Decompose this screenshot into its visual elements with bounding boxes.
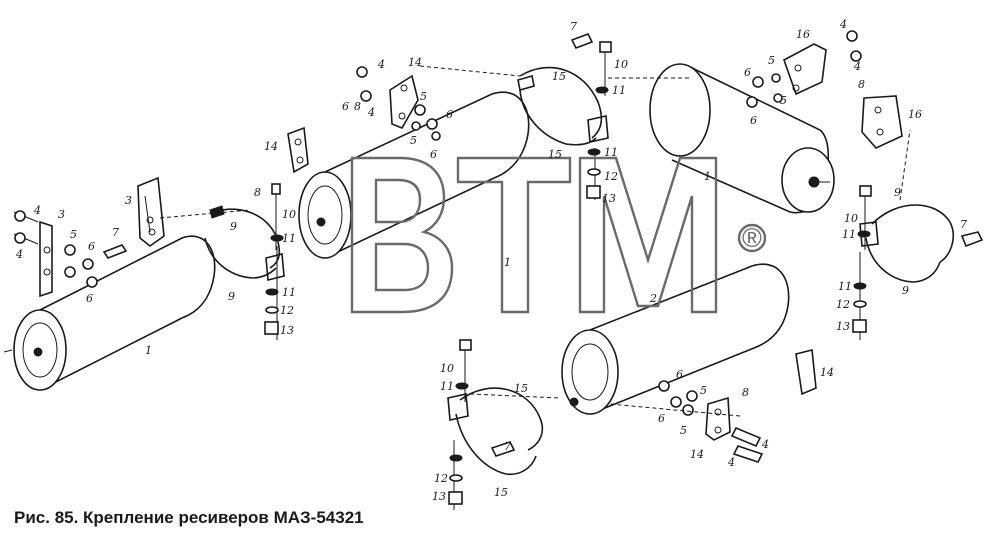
callout-11: 11 bbox=[282, 232, 296, 245]
callout-8: 8 bbox=[742, 386, 749, 399]
callout-2: 2 bbox=[649, 292, 657, 305]
callout-5: 5 bbox=[680, 424, 687, 437]
strap-middle bbox=[517, 66, 609, 146]
callout-14: 14 bbox=[690, 448, 704, 461]
strap-left bbox=[204, 205, 285, 282]
figure-caption: Рис. 85. Крепление ресиверов МАЗ-54321 bbox=[14, 508, 364, 527]
callout-11: 11 bbox=[604, 146, 618, 159]
callout-10: 10 bbox=[614, 58, 628, 71]
callout-14: 14 bbox=[820, 366, 834, 379]
callout-12: 12 bbox=[280, 304, 294, 317]
strap-bottom bbox=[447, 387, 544, 476]
callout-1: 1 bbox=[504, 256, 511, 269]
bolt-stack-bottom bbox=[448, 339, 472, 510]
fasteners-left bbox=[13, 210, 128, 288]
receiver-right bbox=[649, 63, 835, 214]
strap-right bbox=[859, 204, 984, 283]
registered-mark: ® bbox=[742, 223, 762, 253]
btm-watermark: ® bbox=[350, 156, 767, 314]
callout-1: 1 bbox=[704, 170, 711, 183]
callout-6: 6 bbox=[430, 148, 437, 161]
callout-11: 11 bbox=[842, 228, 856, 241]
callout-14: 14 bbox=[408, 56, 422, 69]
callout-9: 9 bbox=[894, 186, 901, 199]
callout-6: 6 bbox=[750, 114, 757, 127]
callout-4: 4 bbox=[839, 18, 847, 31]
callout-9: 9 bbox=[230, 220, 237, 233]
callout-11: 11 bbox=[838, 280, 852, 293]
bolt-stack-right bbox=[852, 185, 872, 340]
bracket-bottom bbox=[658, 349, 817, 463]
callout-11: 11 bbox=[612, 84, 626, 97]
callout-9: 9 bbox=[228, 290, 235, 303]
callout-3: 3 bbox=[58, 208, 65, 221]
callout-1: 1 bbox=[145, 344, 152, 357]
assembly-lines bbox=[159, 65, 911, 417]
callout-8: 8 bbox=[354, 100, 361, 113]
callout-4: 4 bbox=[853, 60, 861, 73]
callout-3: 3 bbox=[125, 194, 132, 207]
callout-5: 5 bbox=[780, 94, 787, 107]
callout-6: 6 bbox=[446, 108, 453, 121]
callout-5: 5 bbox=[700, 384, 707, 397]
receiver-bottom bbox=[561, 263, 790, 415]
callout-6: 6 bbox=[342, 100, 349, 113]
callout-12: 12 bbox=[434, 472, 448, 485]
callout-13: 13 bbox=[836, 320, 850, 333]
callout-5: 5 bbox=[410, 134, 417, 147]
callout-6: 6 bbox=[88, 240, 95, 253]
callout-6: 6 bbox=[676, 368, 683, 381]
callout-11: 11 bbox=[282, 286, 296, 299]
callout-4: 4 bbox=[367, 106, 375, 119]
callout-13: 13 bbox=[432, 490, 446, 503]
callout-10: 10 bbox=[440, 362, 454, 375]
callout-10: 10 bbox=[282, 208, 296, 221]
callout-4: 4 bbox=[15, 248, 23, 261]
callout-7: 7 bbox=[570, 20, 577, 33]
callout-6: 6 bbox=[658, 412, 665, 425]
callout-5: 5 bbox=[420, 90, 427, 103]
bracket-left bbox=[39, 176, 165, 298]
callout-4: 4 bbox=[727, 456, 735, 469]
callout-7: 7 bbox=[504, 440, 511, 453]
bracket-middle bbox=[356, 66, 441, 141]
callout-12: 12 bbox=[604, 170, 618, 183]
callout-13: 13 bbox=[280, 324, 294, 337]
callout-10: 10 bbox=[844, 212, 858, 225]
bolt-stack-left bbox=[264, 183, 284, 340]
callout-13: 13 bbox=[602, 192, 616, 205]
callout-11: 11 bbox=[440, 380, 454, 393]
callout-8: 8 bbox=[858, 78, 865, 91]
bolt-stack-middle bbox=[570, 32, 612, 200]
callout-5: 5 bbox=[70, 228, 77, 241]
callout-4: 4 bbox=[761, 438, 769, 451]
callout-15: 15 bbox=[514, 382, 528, 395]
plate-14-left bbox=[287, 126, 309, 174]
callout-4: 4 bbox=[377, 58, 385, 71]
callout-7: 7 bbox=[960, 218, 967, 231]
callout-6: 6 bbox=[86, 292, 93, 305]
bracket-right-16 bbox=[746, 30, 903, 149]
callout-5: 5 bbox=[768, 54, 775, 67]
receiver-middle bbox=[298, 91, 530, 259]
callout-15: 15 bbox=[494, 486, 508, 499]
callout-6: 6 bbox=[744, 66, 751, 79]
callout-15: 15 bbox=[552, 70, 566, 83]
callout-12: 12 bbox=[836, 298, 850, 311]
callout-14: 14 bbox=[264, 140, 278, 153]
callout-7: 7 bbox=[112, 226, 119, 239]
callout-4: 4 bbox=[33, 204, 41, 217]
callout-15: 15 bbox=[548, 148, 562, 161]
receiver-left bbox=[3, 235, 216, 391]
callout-labels: 1 3 3 4 4 5 6 6 7 8 9 9 10 11 11 12 13 1… bbox=[15, 18, 967, 503]
callout-9: 9 bbox=[902, 284, 909, 297]
callout-16: 16 bbox=[796, 28, 810, 41]
callout-16: 16 bbox=[908, 108, 922, 121]
callout-8: 8 bbox=[254, 186, 261, 199]
